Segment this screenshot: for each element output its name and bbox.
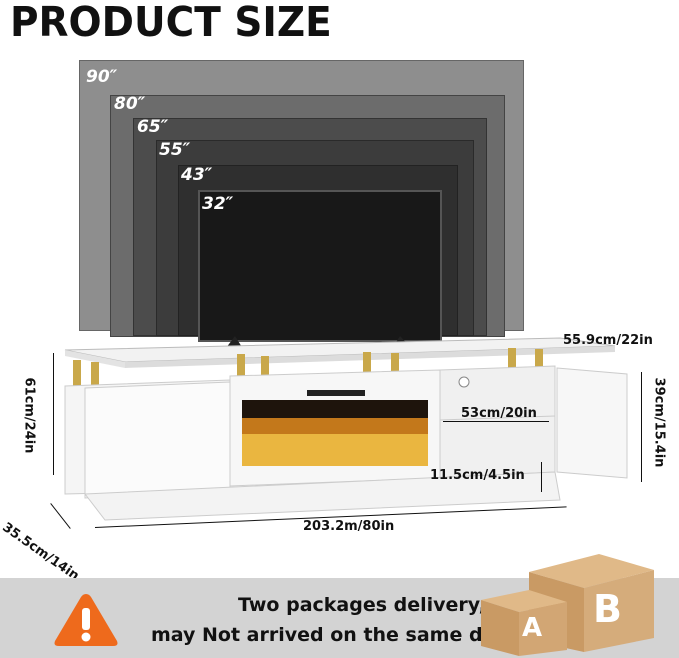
dim-shelf-gap: 11.5cm/4.5in [430,468,525,483]
tv-32 [198,190,442,342]
tv-label-43: 43″ [181,165,213,185]
box-a-label: A [522,613,543,643]
tv-label-65: 65″ [137,117,169,137]
dim-line-cabinet-height [641,372,642,482]
package-boxes-icon [481,554,654,656]
dim-depth-top: 55.9cm/22in [563,333,653,348]
tv-label-55: 55″ [159,140,191,160]
tv-label-32: 32″ [202,194,234,214]
warning-icon [54,594,118,646]
notice-line-2: may Not arrived on the same day. [151,624,513,646]
notice-line-1: Two packages delivery, [238,594,486,616]
dim-line-height [53,353,54,475]
dim-width: 203.2m/80in [303,519,395,534]
dim-line-gap [541,462,542,492]
dim-cabinet-height: 39cm/15.4in [651,377,667,468]
dim-shelf-width: 53cm/20in [461,406,537,421]
dim-line-shelf [443,421,549,422]
tv-stand-illustration [64,337,628,521]
page-title: PRODUCT SIZE [10,0,332,46]
tv-label-80: 80″ [114,94,146,114]
dim-height-total: 61cm/24in [21,377,37,454]
box-b-label: B [593,587,622,631]
tv-label-90: 90″ [86,67,118,87]
